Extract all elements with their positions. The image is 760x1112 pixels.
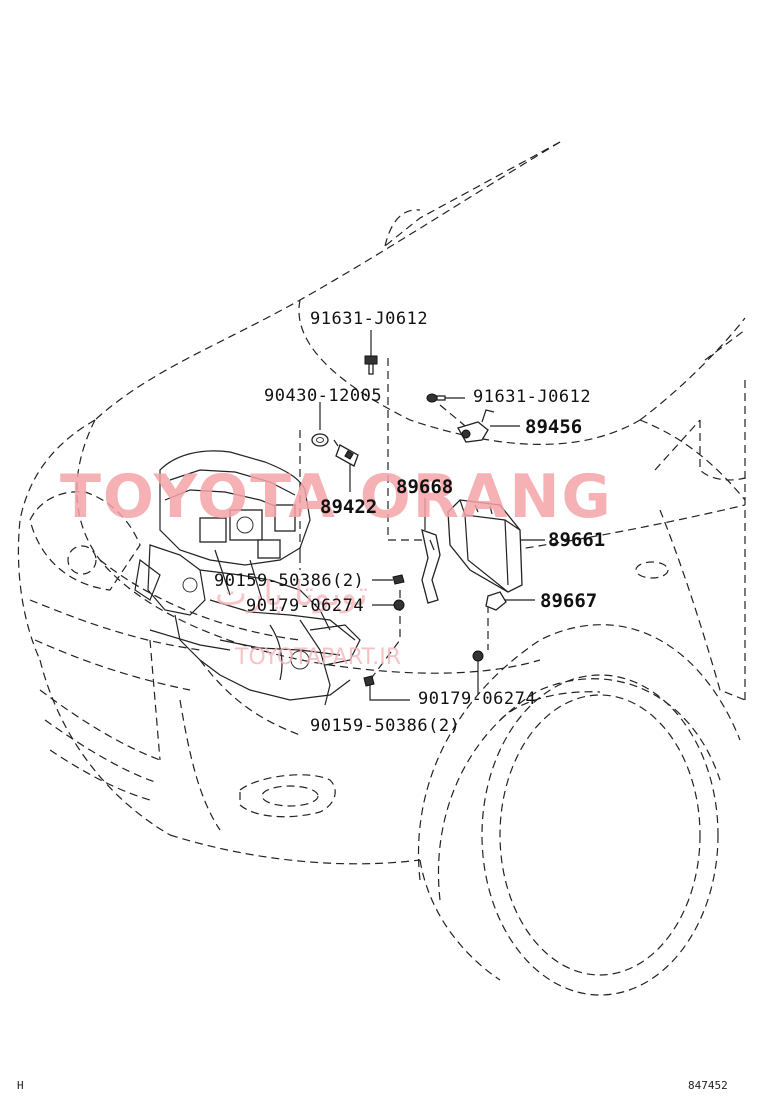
label-89668: 89668 [396,476,453,498]
footer-left-code: H [17,1079,24,1092]
bolt-91631-top [364,355,378,375]
watermark-site: TOYOTAPART.IR [234,645,401,670]
footer-ref-number: 847452 [688,1079,728,1092]
bolt-90159-upper [392,574,405,585]
sensor-89456 [457,409,495,443]
label-90159-lower: 90159-50386(2) [310,716,460,736]
bolt-90159-lower [363,675,375,687]
car-body-outline [17,141,746,996]
sensor-89422 [333,439,359,467]
watermark-persian: تویوتا پارت [215,574,368,614]
engine-assembly [134,450,361,706]
label-91631-right: 91631-J0612 [473,387,591,407]
watermark-brand: TOYOTA ORANG [60,462,613,532]
nut-90179-lower [472,650,484,662]
label-89422: 89422 [320,496,377,518]
label-90179-lower: 90179-06274 [418,689,536,709]
label-89667: 89667 [540,590,597,612]
gasket-90430 [311,433,329,447]
bracket-89668 [421,528,441,604]
ecu-89661 [447,499,523,593]
label-90430: 90430-12005 [264,386,382,406]
bracket-89667 [485,591,507,611]
label-90159-upper: 90159-50386(2) [214,571,364,591]
leader-lines [299,330,545,701]
label-90179-upper: 90179-06274 [246,596,364,616]
nut-90179-upper [393,599,405,611]
label-89456: 89456 [525,416,582,438]
label-89661: 89661 [548,529,605,551]
label-91631-top: 91631-J0612 [310,309,428,329]
bolt-91631-right [426,393,446,403]
